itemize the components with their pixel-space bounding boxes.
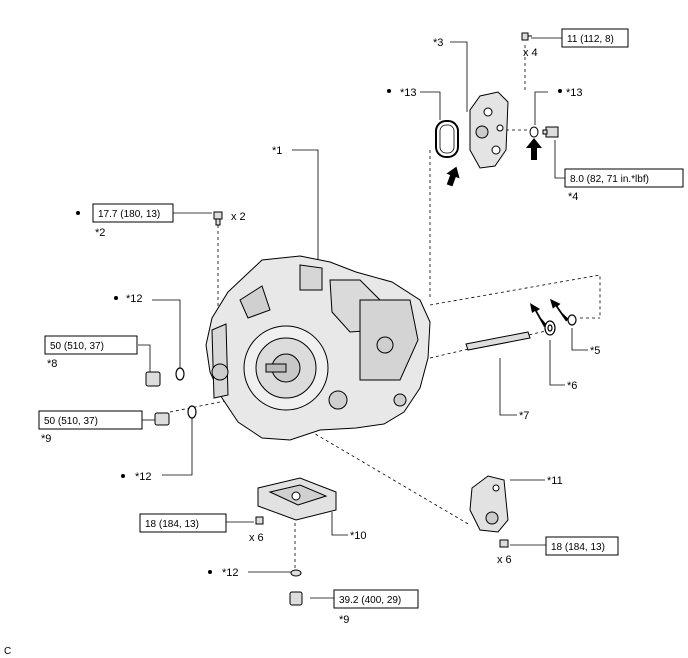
leader-lines [138,37,588,599]
label-11: *11 [547,475,563,487]
gasket-12-top [175,367,185,381]
torque-star9-bottom: 39.2 (400, 29) [339,595,401,606]
label-12-bottom: *12 [222,567,239,579]
cover-11 [469,475,509,533]
label-8: *8 [47,358,57,370]
label-6: *6 [567,380,577,392]
label-3: *3 [433,37,443,49]
gasket-12-mid [187,405,197,419]
cover-10 [257,477,337,521]
torque-star8: 50 (510, 37) [50,341,104,352]
o-ring-5 [567,314,577,326]
label-13-right: *13 [566,87,583,99]
gasket-12-bottom [290,569,302,577]
torque-right18: 18 (184, 13) [551,542,605,553]
label-4: *4 [568,191,578,203]
torque-left18: 18 (184, 13) [145,519,199,530]
o-ring-6 [544,320,556,336]
label-12-top: *12 [126,293,143,305]
qty-x4: x 4 [523,47,538,59]
arrow-icon-down-6 [530,303,547,327]
qty-x6-right: x 6 [497,554,512,566]
torque-star2: 17.7 (180, 13) [98,209,160,220]
plug-8 [145,371,161,387]
qty-x6-left: x 6 [249,532,264,544]
torque-star9-left: 50 (510, 37) [44,416,98,427]
arrow-icon-up-left [446,166,460,187]
qty-x2: x 2 [231,211,246,223]
torque-boxes [38,28,684,609]
label-9-bottom: *9 [339,614,349,626]
shaft-7 [465,331,531,351]
o-ring-13-right [529,126,539,138]
transaxle-housing [205,255,431,441]
o-ring-13-top [435,120,459,158]
label-2: *2 [95,227,105,239]
label-7: *7 [519,410,529,422]
label-12-mid: *12 [135,471,152,483]
corner-mark: C [4,646,11,657]
plug-9-bottom [289,591,303,606]
bolt-11-x6 [499,539,509,548]
label-13-top: *13 [400,87,417,99]
torque-top: 11 (112, 8) [567,34,614,45]
label-10: *10 [350,530,367,542]
bolt-10-x6 [255,516,264,525]
bolt-2 [213,211,223,226]
arrow-icon-down-5 [549,298,569,322]
label-5: *5 [590,345,600,357]
torque-star4: 8.0 (82, 71 in.*lbf) [570,174,649,185]
bolt-top-x4 [521,32,532,41]
cover-plate-3 [469,91,509,169]
label-1: *1 [272,145,282,157]
arrow-icon-up-right [526,138,542,160]
plug-bolt-4 [542,126,559,138]
label-9-left: *9 [41,433,51,445]
bullets [76,89,562,574]
plug-9-left [154,412,170,426]
